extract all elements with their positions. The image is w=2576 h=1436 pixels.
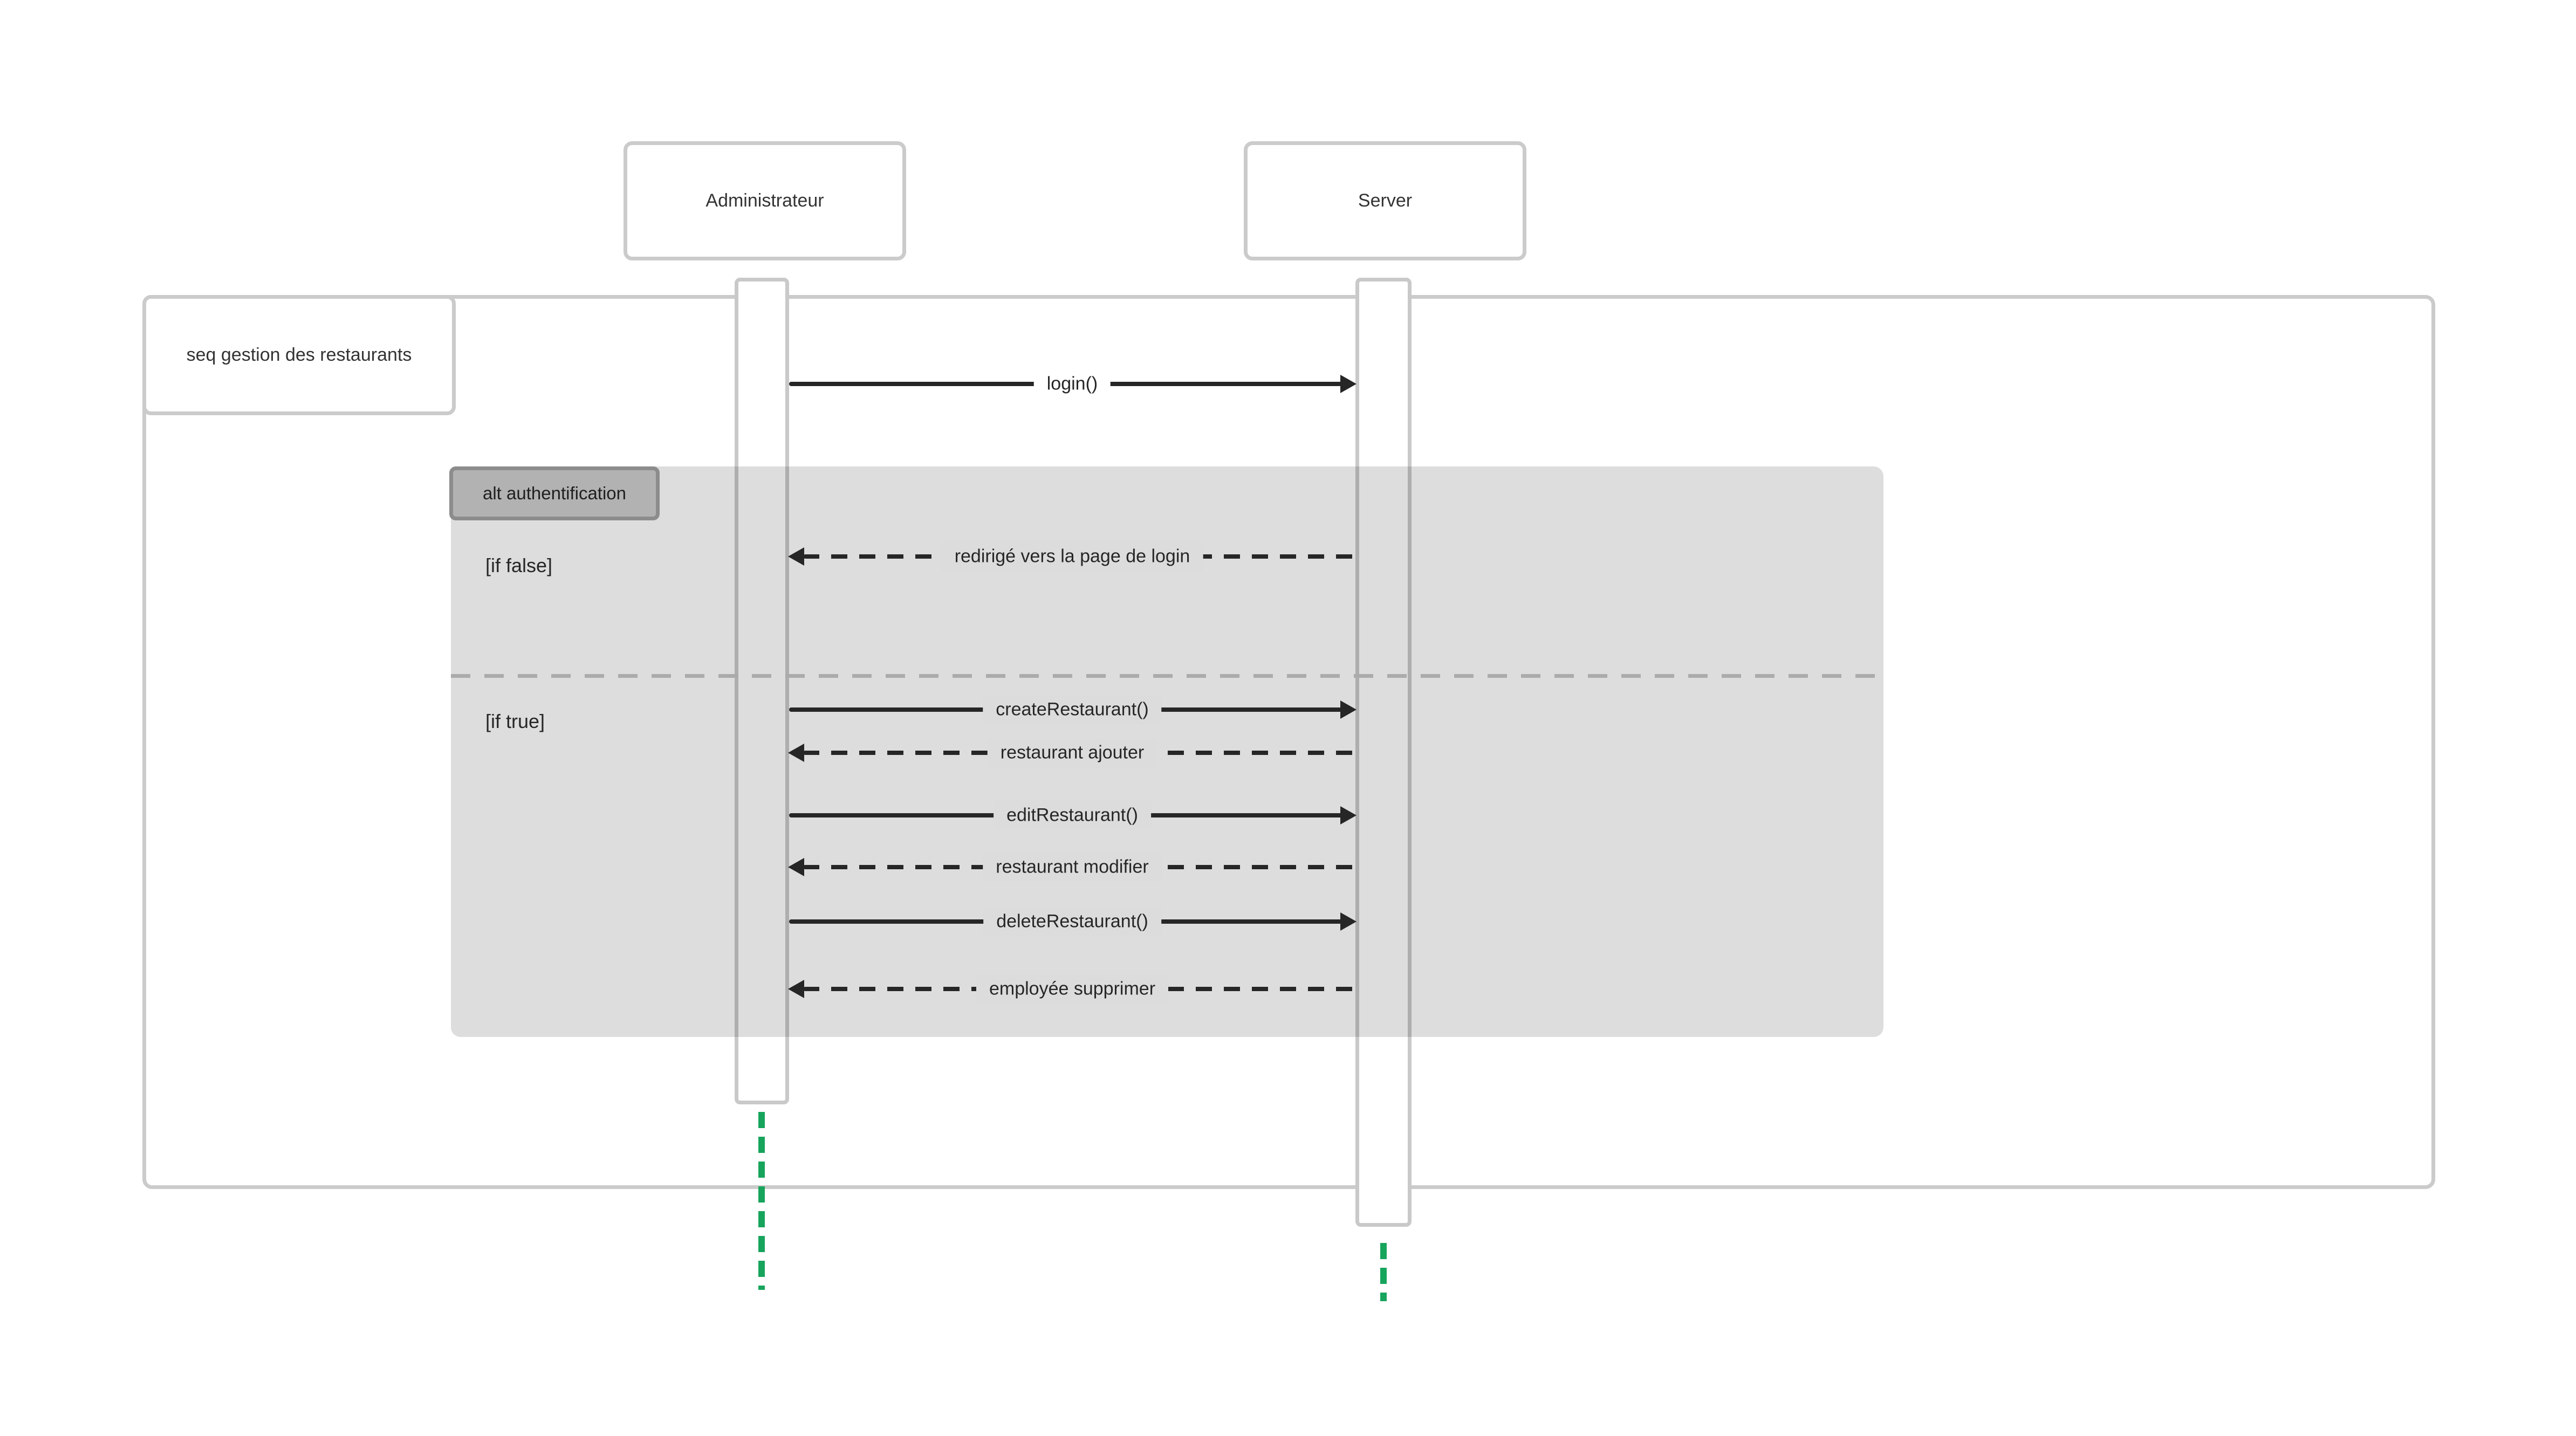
message-label: restaurant ajouter (987, 738, 1157, 768)
arrowhead-left-icon (788, 744, 804, 762)
alt-operator-box: alt authentification (449, 466, 660, 520)
guard-if-false: [if false] (485, 554, 553, 576)
actor-label-server: Server (1358, 190, 1413, 211)
message-label: restaurant modifier (983, 852, 1162, 882)
arrowhead-left-icon (788, 858, 804, 876)
lifeline-server (1380, 1243, 1387, 1301)
actor-label-administrateur: Administrateur (705, 190, 824, 211)
message-label: editRestaurant() (994, 800, 1151, 830)
guard-if-true: [if true] (485, 710, 545, 732)
activation-bar-server (1355, 278, 1412, 1227)
actor-box-server: Server (1244, 141, 1526, 260)
message-label: employée supprimer (976, 974, 1169, 1004)
arrowhead-right-icon (1340, 700, 1356, 719)
activation-bar-administrateur (735, 278, 789, 1104)
frame-title: seq gestion des restaurants (186, 345, 412, 365)
alt-branch-separator (451, 674, 1883, 678)
message-label: deleteRestaurant() (983, 906, 1161, 937)
actor-box-administrateur: Administrateur (624, 141, 906, 260)
message-label: createRestaurant() (983, 695, 1162, 725)
message-label: redirigé vers la page de login (941, 541, 1203, 572)
alt-operator-label: alt authentification (482, 483, 626, 503)
arrowhead-left-icon (788, 980, 804, 998)
arrowhead-left-icon (788, 547, 804, 566)
frame-title-box: seq gestion des restaurants (142, 295, 456, 415)
arrowhead-right-icon (1340, 806, 1356, 825)
message-label: login() (1033, 369, 1111, 399)
lifeline-administrateur (758, 1112, 765, 1290)
arrowhead-right-icon (1340, 912, 1356, 931)
sequence-frame (142, 295, 2435, 1189)
arrowhead-right-icon (1340, 375, 1356, 393)
